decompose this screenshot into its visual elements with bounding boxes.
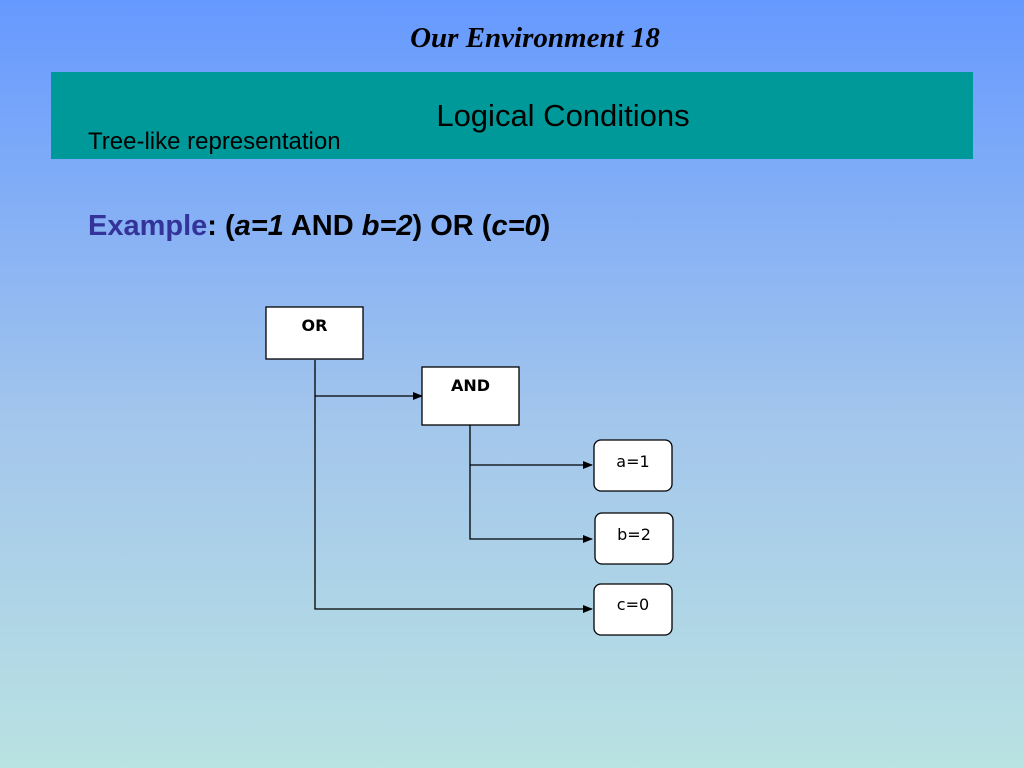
slide-header-text: Our Environment 18 [410, 22, 660, 54]
title-bar: Logical Conditions Tree-like representat… [51, 72, 973, 159]
node-a: a=1 [593, 439, 673, 492]
example-open: : ( [207, 210, 235, 242]
connector-and-a [469, 425, 593, 469]
connector-or-c [314, 396, 593, 613]
example-term-b: b=2 [361, 210, 413, 242]
slide-subtitle: Tree-like representation [88, 128, 341, 155]
node-or-label: OR [302, 316, 328, 335]
example-or: ) OR ( [412, 210, 492, 242]
node-or: OR [265, 306, 364, 360]
connector-and-b [469, 465, 593, 543]
example-and: AND [283, 210, 362, 242]
slide-title: Logical Conditions [436, 98, 690, 133]
example-term-a: a=1 [234, 210, 284, 242]
example-label: Example [88, 210, 208, 242]
node-c: c=0 [593, 583, 673, 636]
connector-or-and [314, 360, 423, 400]
node-b: b=2 [594, 512, 674, 565]
node-and: AND [421, 366, 520, 426]
node-and-label: AND [451, 376, 490, 395]
node-c-label: c=0 [617, 595, 649, 614]
node-a-label: a=1 [616, 452, 649, 471]
slide-header: Our Environment 18 [0, 22, 1024, 55]
example-expression: Example: (a=1 AND b=2) OR (c=0) [88, 210, 550, 243]
example-close: ) [540, 210, 551, 242]
example-term-c: c=0 [491, 210, 541, 242]
node-b-label: b=2 [617, 525, 651, 544]
